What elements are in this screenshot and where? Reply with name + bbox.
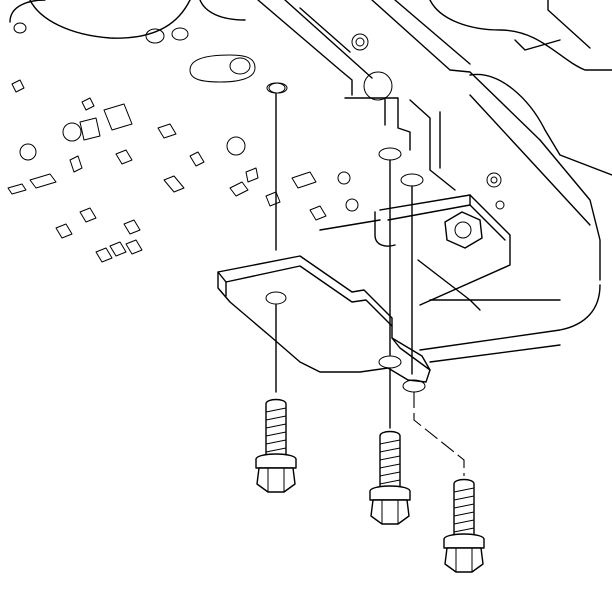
casting-holes [7, 22, 505, 263]
bolt-middle [369, 430, 411, 525]
alignment-lines [266, 82, 465, 476]
bolt-right [443, 478, 485, 573]
valve-body-casting [9, 0, 612, 363]
bracket-hole-right [402, 379, 426, 393]
bolt-left [255, 398, 297, 493]
alignment-line-right-lower [413, 392, 465, 476]
bracket-hole-left [265, 291, 287, 305]
mounting-bracket [217, 255, 431, 393]
